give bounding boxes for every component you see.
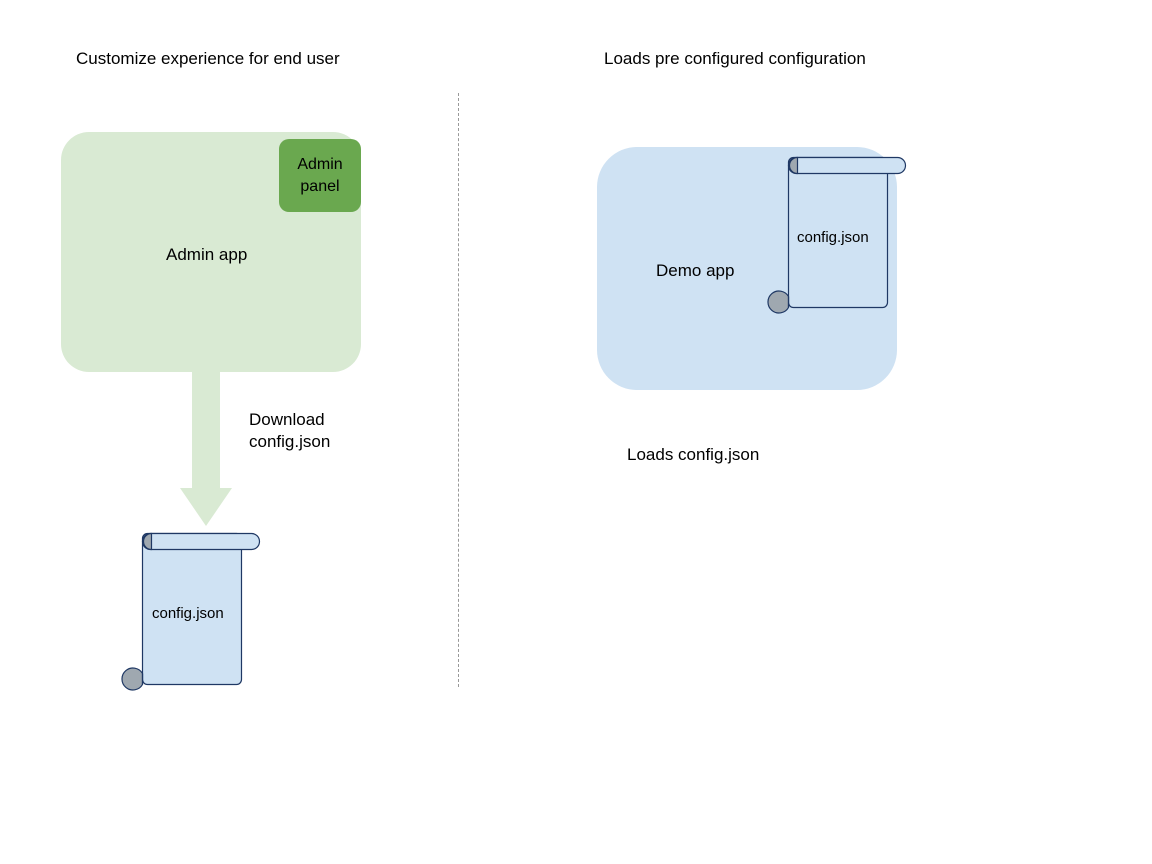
- loads-config-caption: Loads config.json: [627, 445, 760, 464]
- download-arrow-shape: [180, 370, 232, 526]
- download-arrow: [178, 370, 234, 528]
- admin-panel-label-line1: Admin: [297, 155, 343, 173]
- download-edge-label-line1: Download: [249, 410, 325, 429]
- admin-panel-label-line2: panel: [300, 177, 340, 195]
- right-column-heading: Loads pre configured configuration: [604, 49, 866, 68]
- document-top-roll: [141, 532, 261, 551]
- admin-panel-label: Admin panel: [297, 154, 342, 198]
- admin-panel-box[interactable]: Admin panel: [279, 139, 361, 212]
- download-edge-label-line2: config.json: [249, 432, 331, 451]
- demo-app-label: Demo app: [656, 261, 735, 280]
- admin-app-label: Admin app: [166, 245, 248, 264]
- config-json-document-right-label: config.json: [797, 229, 869, 246]
- document-bottom-curl: [121, 667, 144, 691]
- document-bottom-curl: [767, 290, 790, 314]
- config-json-document-right: [766, 152, 916, 322]
- left-column-heading: Customize experience for end user: [76, 49, 340, 68]
- column-divider: [458, 93, 459, 687]
- document-top-roll: [787, 156, 907, 175]
- config-json-document-left: [120, 528, 270, 698]
- config-json-document-left-label: config.json: [152, 605, 224, 622]
- document-top-roll-knob: [142, 532, 153, 551]
- document-top-roll-knob: [788, 156, 799, 175]
- download-edge-label: Download config.json: [249, 409, 330, 453]
